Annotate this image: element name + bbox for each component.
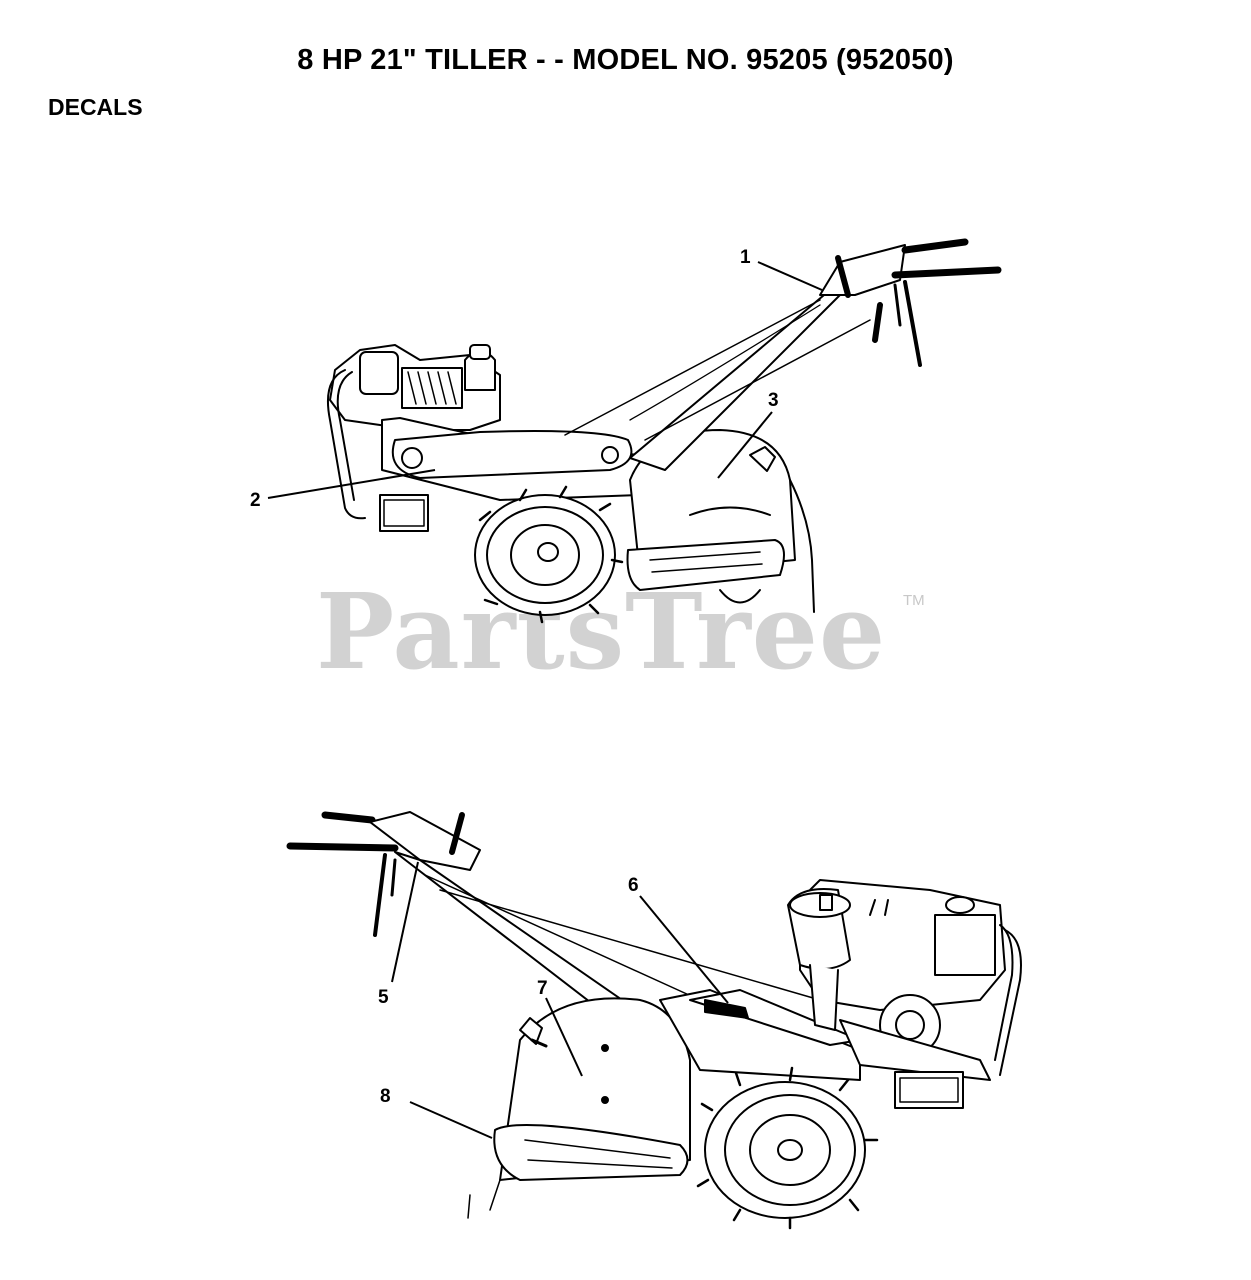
callout-2: 2: [250, 490, 261, 511]
callout-8-leader: [409, 1101, 493, 1139]
callout-6-leader: [639, 895, 729, 1004]
tiller-right-view: [286, 811, 1022, 1230]
callout-7-leader: [545, 997, 583, 1077]
callout-3-leader: [717, 411, 773, 479]
callout-2-leader: [267, 469, 436, 499]
callout-3: 3: [768, 390, 779, 411]
callout-5: 5: [378, 987, 389, 1008]
callout-1: 1: [740, 247, 751, 268]
callout-5-leader: [391, 861, 419, 983]
page-title: 8 HP 21" TILLER - - MODEL NO. 95205 (952…: [297, 44, 954, 76]
section-heading: DECALS: [48, 94, 143, 120]
watermark-trademark: TM: [903, 592, 925, 609]
tiller-left-view: [326, 238, 1002, 624]
callout-1-leader: [757, 261, 823, 291]
callout-7: 7: [537, 978, 548, 999]
callout-6: 6: [628, 875, 639, 896]
callout-8: 8: [380, 1086, 391, 1107]
